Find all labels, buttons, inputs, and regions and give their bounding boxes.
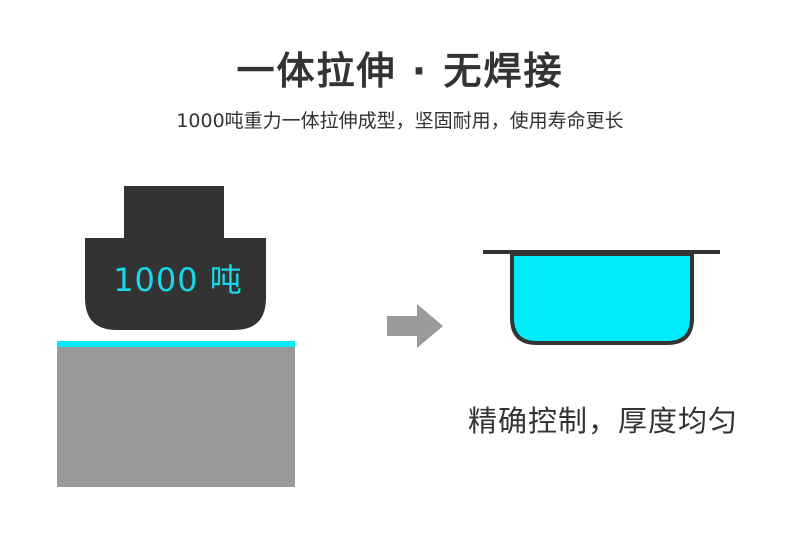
right-arrow-icon <box>387 304 443 348</box>
page-subtitle: 1000吨重力一体拉伸成型，坚固耐用，使用寿命更长 <box>176 110 624 132</box>
page-title: 一体拉伸 · 无焊接 <box>236 49 564 93</box>
sink-basin-icon <box>510 252 694 345</box>
result-caption: 精确控制，厚度均匀 <box>468 404 739 438</box>
press-top-block <box>124 186 224 238</box>
press-base <box>57 347 295 487</box>
press-force-label: 1000 吨 <box>113 261 243 299</box>
metal-sheet <box>57 341 295 347</box>
press-head <box>85 238 266 330</box>
